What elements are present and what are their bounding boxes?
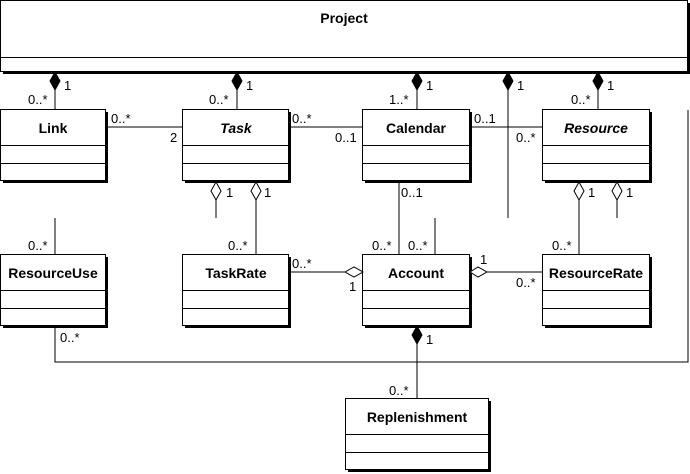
composition-diamond-project-calendar xyxy=(411,70,423,92)
mult-label: 0..* xyxy=(516,275,536,290)
mult-label: 1 xyxy=(480,252,487,267)
mult-label: 0..* xyxy=(28,238,48,253)
mult-label: 0..* xyxy=(209,92,229,107)
mult-label: 1..* xyxy=(389,92,409,107)
mult-label: 1 xyxy=(226,185,233,200)
mult-label: 1 xyxy=(426,332,433,347)
class-resource-rate-name: ResourceRate xyxy=(549,265,643,281)
mult-label: 0..* xyxy=(552,238,572,253)
aggregation-diamond-resource-left xyxy=(573,180,585,202)
composition-diamond-project-task xyxy=(231,70,243,92)
mult-label: 0..1 xyxy=(335,130,357,145)
mult-label: 1 xyxy=(64,78,71,93)
aggregation-diamond-account-left xyxy=(343,266,365,278)
edge-resourceuse-loop xyxy=(54,110,689,363)
aggregation-diamond-resource-right xyxy=(611,180,623,202)
class-resource-name: Resource xyxy=(564,120,628,136)
mult-label: 1 xyxy=(426,78,433,93)
mult-label: 0..* xyxy=(389,383,409,398)
composition-diamond-project-resource xyxy=(592,70,604,92)
mult-label: 1 xyxy=(349,279,356,294)
class-calendar-name: Calendar xyxy=(386,120,446,136)
class-replenishment[interactable]: Replenishment xyxy=(345,398,492,473)
mult-label: 0..* xyxy=(228,238,248,253)
class-resource-use[interactable]: ResourceUse xyxy=(0,254,109,329)
mult-label: 1 xyxy=(626,185,633,200)
class-calendar[interactable]: Calendar xyxy=(362,109,473,184)
aggregation-diamond-task-left xyxy=(210,180,222,202)
class-account-name: Account xyxy=(388,265,444,281)
class-account[interactable]: Account xyxy=(362,254,473,329)
mult-label: 2 xyxy=(170,130,177,145)
mult-label: 1 xyxy=(517,78,524,93)
mult-label: 0..* xyxy=(516,130,536,145)
mult-label: 0..1 xyxy=(401,185,423,200)
mult-label: 0..* xyxy=(111,111,131,126)
mult-label: 0..* xyxy=(372,238,392,253)
class-task-rate[interactable]: TaskRate xyxy=(182,254,292,329)
aggregation-diamond-task-right xyxy=(250,180,262,202)
diamonds xyxy=(49,70,623,346)
mult-label: 1 xyxy=(264,185,271,200)
mult-label: 1 xyxy=(588,185,595,200)
multiplicity-labels: 1 0..* 1 0..* 1 1..* 1 1 0..* 0..* 2 0..… xyxy=(28,78,633,398)
associations xyxy=(54,72,689,398)
composition-diamond-project-link xyxy=(49,70,61,92)
mult-label: 0..* xyxy=(60,330,80,345)
mult-label: 1 xyxy=(246,78,253,93)
aggregation-diamond-account-right xyxy=(469,266,489,278)
class-task-rate-name: TaskRate xyxy=(205,265,266,281)
class-task-name: Task xyxy=(220,120,253,136)
mult-label: 0..* xyxy=(292,111,312,126)
class-project[interactable]: Project xyxy=(0,0,690,75)
class-task[interactable]: Task xyxy=(182,109,292,184)
mult-label: 0..* xyxy=(571,92,591,107)
mult-label: 0..1 xyxy=(474,111,496,126)
class-project-name: Project xyxy=(320,10,368,26)
class-resource[interactable]: Resource xyxy=(542,109,653,184)
mult-label: 0..* xyxy=(28,92,48,107)
class-link-name: Link xyxy=(39,120,68,136)
composition-diamond-project-account xyxy=(502,70,514,92)
class-resource-use-name: ResourceUse xyxy=(8,265,98,281)
mult-label: 0..* xyxy=(292,256,312,271)
composition-diamond-account-replenishment xyxy=(411,324,423,346)
class-link[interactable]: Link xyxy=(0,109,109,184)
mult-label: 0..* xyxy=(408,238,428,253)
class-replenishment-name: Replenishment xyxy=(367,409,468,425)
mult-label: 1 xyxy=(607,78,614,93)
class-resource-rate[interactable]: ResourceRate xyxy=(542,254,653,329)
